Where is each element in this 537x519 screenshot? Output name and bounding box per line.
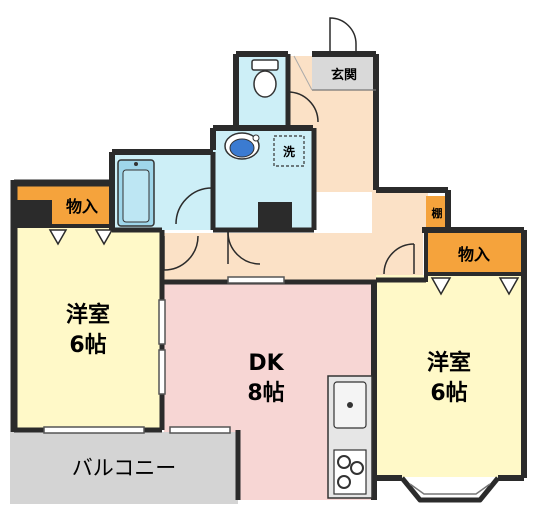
kitchen-counter	[327, 375, 373, 499]
western-room-left-name: 洋室	[66, 302, 110, 328]
closet-left-dark	[14, 200, 52, 226]
closet-right-label-bg	[426, 232, 522, 274]
western-room-right-size: 6帖	[430, 381, 467, 406]
washer-label: 洗	[283, 144, 295, 159]
windows	[43, 276, 285, 434]
balcony-floor	[10, 432, 238, 504]
bathtub-icon	[117, 159, 155, 227]
entrance-label: 玄関	[331, 67, 357, 83]
balcony-label: バルコニー	[72, 456, 177, 480]
closet-doors	[48, 229, 520, 296]
doors	[163, 17, 415, 275]
western-room-right-floor	[376, 275, 524, 477]
shelf-label: 棚	[432, 206, 443, 220]
closet-right-label: 物入	[458, 245, 490, 264]
shelf-bg	[426, 196, 448, 230]
wash-basin-icon	[224, 132, 260, 160]
dk-size: 8帖	[247, 381, 284, 406]
entrance-divider	[293, 55, 313, 91]
western-room-right-name: 洋室	[427, 350, 471, 376]
entrance-floor	[312, 56, 376, 90]
dk-name: DK	[248, 351, 284, 376]
toilet-icon	[251, 59, 279, 98]
washer-area	[273, 135, 305, 167]
western-room-left-size: 6帖	[69, 333, 106, 358]
closet-left-label: 物入	[66, 197, 98, 216]
bay-window-inner	[409, 483, 491, 495]
wall-block	[258, 202, 292, 230]
western-room-left-floor	[14, 228, 162, 430]
